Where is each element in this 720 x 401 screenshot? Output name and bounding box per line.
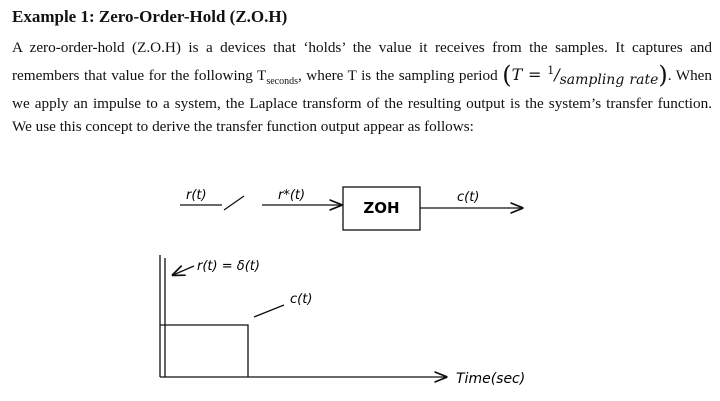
zoh-block bbox=[342, 186, 421, 231]
paragraph-text-1: A zero-order-hold (Z.O.H) is a devices t… bbox=[12, 39, 712, 84]
output-signal-label: c(t) bbox=[457, 190, 479, 205]
formula-denominator: sampling rate bbox=[559, 72, 659, 88]
sampled-signal-label: r*(t) bbox=[278, 188, 305, 203]
paragraph-text-3: . When we apply an impulse to a system, … bbox=[12, 67, 713, 135]
impulse-label: r(t) = δ(t) bbox=[197, 259, 260, 274]
input-signal-label: r(t) bbox=[186, 188, 207, 203]
paragraph-text-2: , where T is the sampling period bbox=[298, 67, 498, 84]
formula-lhs: T = bbox=[511, 65, 548, 84]
time-axis-label: Time(sec) bbox=[456, 371, 525, 387]
output-pointer bbox=[253, 304, 285, 318]
sampler-switch bbox=[223, 195, 245, 211]
sampling-period-formula: (T = 1/sampling rate) bbox=[502, 61, 668, 89]
example-title: Example 1: Zero-Order-Hold (Z.O.H) bbox=[12, 7, 288, 26]
impulse-pointer bbox=[173, 266, 195, 275]
output-plot-label: c(t) bbox=[290, 292, 312, 307]
zoh-output-pulse bbox=[160, 324, 249, 377]
description-paragraph: A zero-order-hold (Z.O.H) is a devices t… bbox=[12, 36, 712, 138]
zoh-block-label: ZOH bbox=[363, 199, 399, 217]
seconds-subscript: seconds bbox=[266, 76, 299, 87]
formula-numerator: 1 bbox=[547, 64, 555, 77]
response-plot: r(t) = δ(t) c(t) Time(sec) bbox=[159, 255, 525, 387]
block-diagram: r(t) r*(t) ZOH c(t) bbox=[180, 186, 522, 231]
